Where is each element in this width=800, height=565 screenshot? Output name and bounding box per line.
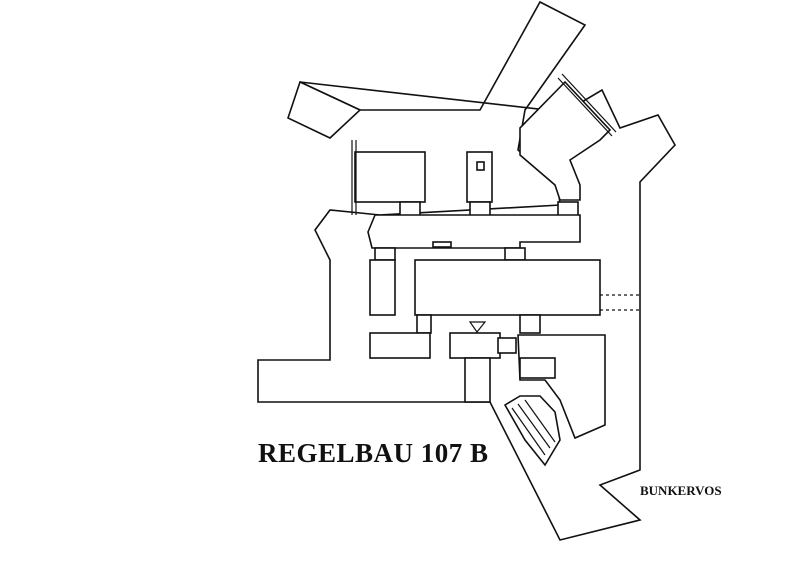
embrasure-line-1 <box>511 407 546 456</box>
central-main-room-connector <box>504 247 526 261</box>
top-right-door-line-2 <box>561 73 617 133</box>
left-chamber-connector <box>374 247 396 261</box>
lower-center-small-box <box>497 337 517 354</box>
center-top-room-marker <box>476 161 485 171</box>
embrasure-line-2 <box>517 403 551 449</box>
corridor-door <box>432 241 452 248</box>
central-main-room <box>414 259 601 316</box>
lower-right-inner-room <box>519 357 556 379</box>
top-left-entrance-wing <box>287 80 362 139</box>
lower-connector-mid <box>519 314 541 334</box>
top-right-door-line <box>557 77 613 137</box>
main-corridor <box>367 214 581 249</box>
lower-center-room <box>449 332 501 359</box>
lower-center-shaft <box>464 357 491 403</box>
plan-credit: BUNKERVOS <box>640 483 722 498</box>
center-top-connector <box>469 201 491 217</box>
plan-title: REGELBAU 107 B <box>258 438 489 468</box>
top-right-entrance-wing <box>519 80 612 201</box>
lower-left-room <box>369 332 431 359</box>
lower-connector-left <box>416 314 432 334</box>
upper-left-room <box>354 151 426 203</box>
embrasure-line-3 <box>524 399 556 443</box>
right-top-connector <box>557 201 579 217</box>
left-chamber <box>369 259 396 316</box>
lower-connector-valve <box>468 321 487 334</box>
embrasure-steps <box>503 395 561 467</box>
center-top-room <box>466 151 493 203</box>
upper-left-room-connector <box>399 201 421 217</box>
